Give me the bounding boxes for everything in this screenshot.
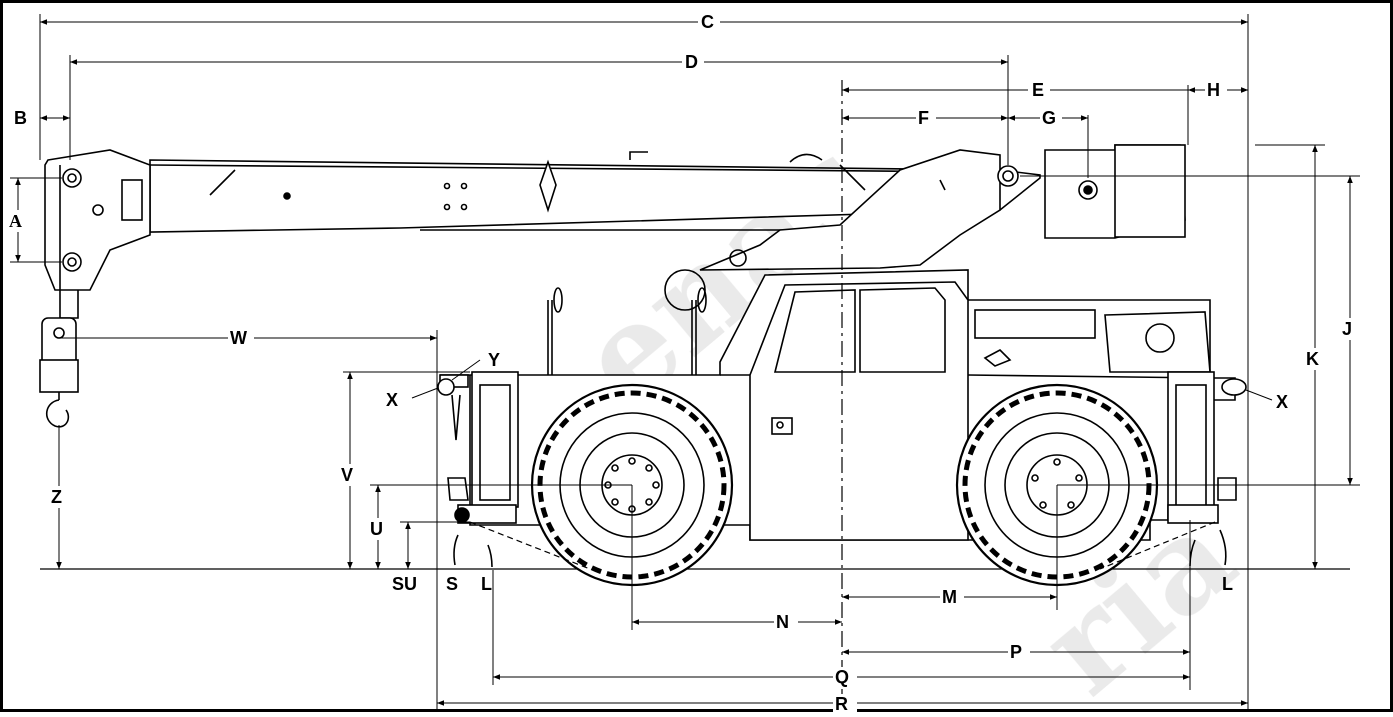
dim-label-a: A (9, 211, 22, 231)
dim-label-h: H (1207, 80, 1220, 100)
dim-label-l-left: L (481, 574, 492, 594)
angle-arc-left (453, 534, 459, 566)
dim-label-su: SU (392, 574, 417, 594)
dim-label-d: D (685, 52, 698, 72)
dim-label-b: B (14, 108, 27, 128)
outrigger-rear (1167, 371, 1219, 524)
dimension-labels: C D E F G H B A J K W Y X X V Z U SU S L… (6, 12, 1360, 714)
dim-label-x-left: X (386, 390, 398, 410)
dim-label-w: W (230, 328, 247, 348)
operator-cab (749, 281, 969, 541)
dim-label-r: R (835, 694, 848, 712)
dim-label-x-right: X (1276, 392, 1288, 412)
exhaust-stacks (547, 269, 707, 375)
dim-label-k: K (1306, 349, 1319, 369)
approach-angles (469, 521, 1216, 570)
dim-label-m: M (942, 587, 957, 607)
dim-label-n: N (776, 612, 789, 632)
boom-support (699, 149, 1001, 271)
counterweight (1044, 144, 1186, 239)
dim-label-p: P (1010, 642, 1022, 662)
boom-head (44, 149, 151, 319)
dim-label-u: U (370, 519, 383, 539)
dim-label-l-right: L (1222, 574, 1233, 594)
dim-label-y: Y (488, 350, 500, 370)
dim-label-j: J (1342, 319, 1352, 339)
dim-label-c: C (701, 12, 714, 32)
engine-deck (974, 309, 1211, 373)
angle-arc-right (1219, 529, 1227, 566)
dim-label-e: E (1032, 80, 1044, 100)
dim-label-v: V (341, 465, 353, 485)
dim-label-s: S (446, 574, 458, 594)
dim-label-q: Q (835, 667, 849, 687)
hook-block (39, 317, 79, 428)
dim-label-z: Z (51, 487, 62, 507)
boom-pivot (997, 165, 1019, 187)
dim-label-f: F (918, 108, 929, 128)
tow-eyes (437, 378, 1247, 523)
dim-label-g: G (1042, 108, 1056, 128)
